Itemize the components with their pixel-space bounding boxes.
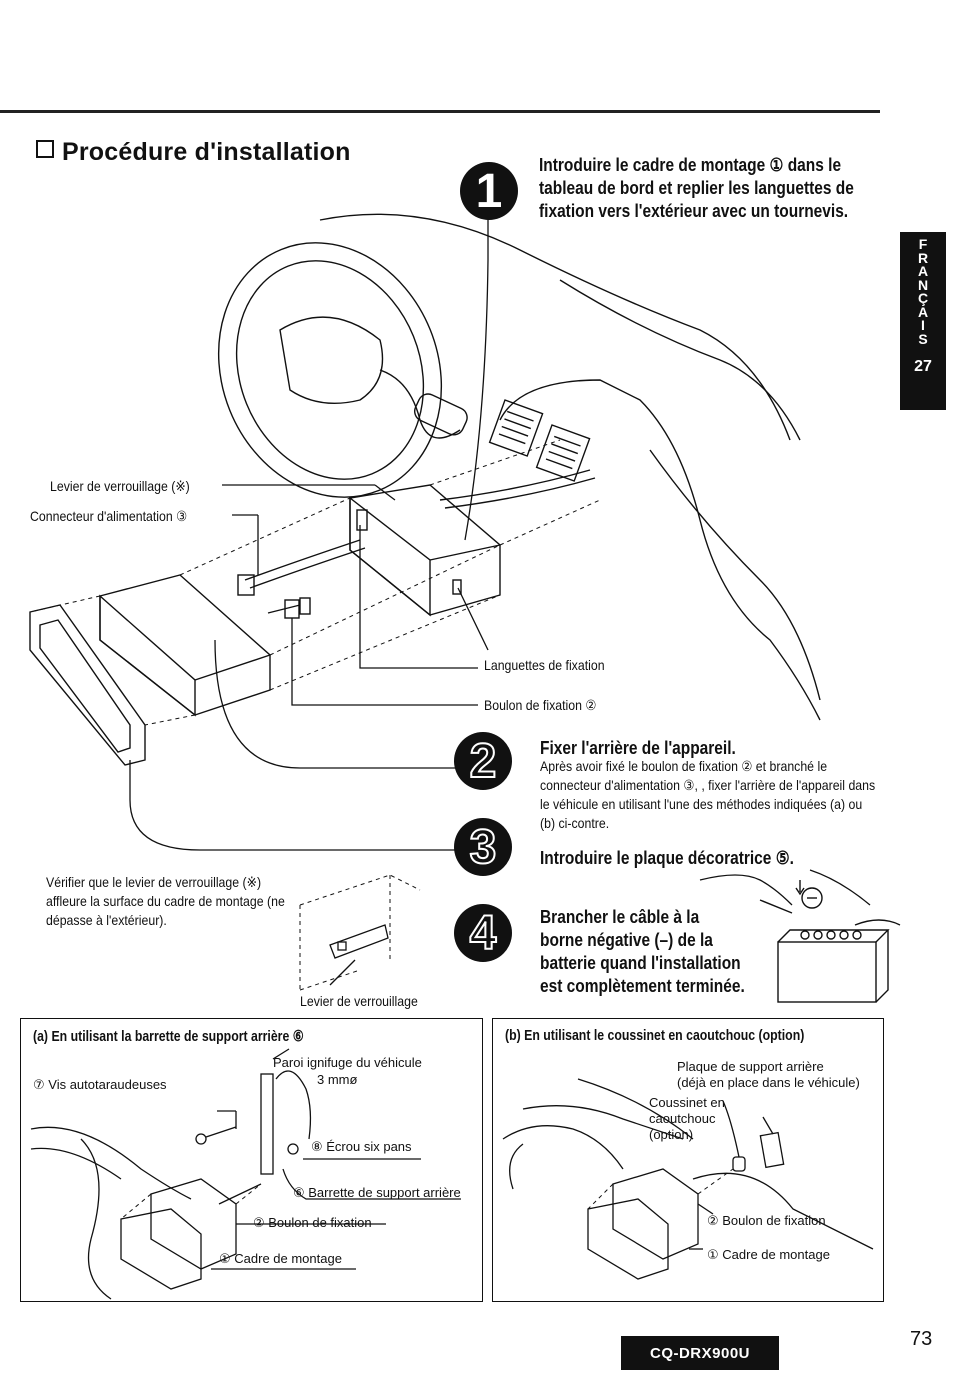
label-lock-lever: Levier de verrouillage (※) [50, 478, 190, 494]
panel-a-screws: ⑦ Vis autotaraudeuses [33, 1077, 167, 1092]
panel-a-firewall: Paroi ignifuge du véhicule [273, 1055, 422, 1070]
label-bolt: Boulon de fixation ② [484, 697, 597, 713]
panel-a: (a) En utilisant la barrette de support … [20, 1018, 483, 1302]
panel-b-diagram [502, 1078, 874, 1280]
panel-a-bolt: ② Boulon de fixation [253, 1215, 372, 1230]
step-3-marker: 3 [454, 818, 512, 876]
panel-b-rear-plate-note: (déjà en place dans le véhicule) [677, 1075, 860, 1090]
panel-b-bolt: ② Boulon de fixation [707, 1213, 826, 1228]
panel-b-heading: (b) En utilisant le coussinet en caoutch… [505, 1027, 805, 1044]
step-1-heading: Introduire le cadre de montage ① dans le… [539, 155, 854, 221]
label-power-connector: Connecteur d'alimentation ③ [30, 508, 188, 524]
page-title: Procédure d'installation [36, 138, 351, 167]
panel-a-heading: (a) En utilisant la barrette de support … [33, 1028, 304, 1045]
step-4-marker: 4 [454, 904, 512, 962]
panel-a-frame: ① Cadre de montage [219, 1251, 342, 1266]
panel-a-diagram [30, 1048, 461, 1300]
panel-a-rear-strap: ⑥ Barrette de support arrière [293, 1185, 461, 1200]
label-lock-lever-closeup: Levier de verrouillage [300, 993, 418, 1009]
step-2-heading: Fixer l'arrière de l'appareil. [540, 738, 736, 758]
language-letters: F R A N Ç A I S [917, 236, 929, 347]
panel-b-frame: ① Cadre de montage [707, 1247, 830, 1262]
page-number: 73 [910, 1328, 933, 1350]
checkbox-icon [36, 140, 54, 158]
step-2-marker: 2 [454, 732, 512, 790]
model-badge: CQ-DRX900U [621, 1336, 779, 1370]
panel-b-cushion: Coussinet en caoutchouc (option) [649, 1095, 725, 1142]
language-tab: F R A N Ç A I S 27 [900, 232, 946, 410]
top-rule [0, 110, 880, 113]
step-4-heading: Brancher le câble à la borne négative (–… [540, 907, 745, 996]
panel-b: (b) En utilisant le coussinet en caoutch… [492, 1018, 884, 1302]
step-2-body: Après avoir fixé le boulon de fixation ②… [540, 758, 876, 831]
section-number: 27 [914, 358, 932, 375]
panel-b-rear-plate: Plaque de support arrière [677, 1059, 824, 1074]
panel-a-hex-nut: ⑧ Écrou six pans [311, 1139, 412, 1154]
step-1-marker: 1 [460, 162, 518, 220]
panel-a-diameter: 3 mmø [317, 1072, 358, 1087]
label-check-note: Vérifier que le levier de verrouillage (… [46, 874, 285, 928]
step-3-heading: Introduire le plaque décoratrice ⑤. [540, 848, 794, 868]
label-tabs: Languettes de fixation [484, 657, 605, 673]
